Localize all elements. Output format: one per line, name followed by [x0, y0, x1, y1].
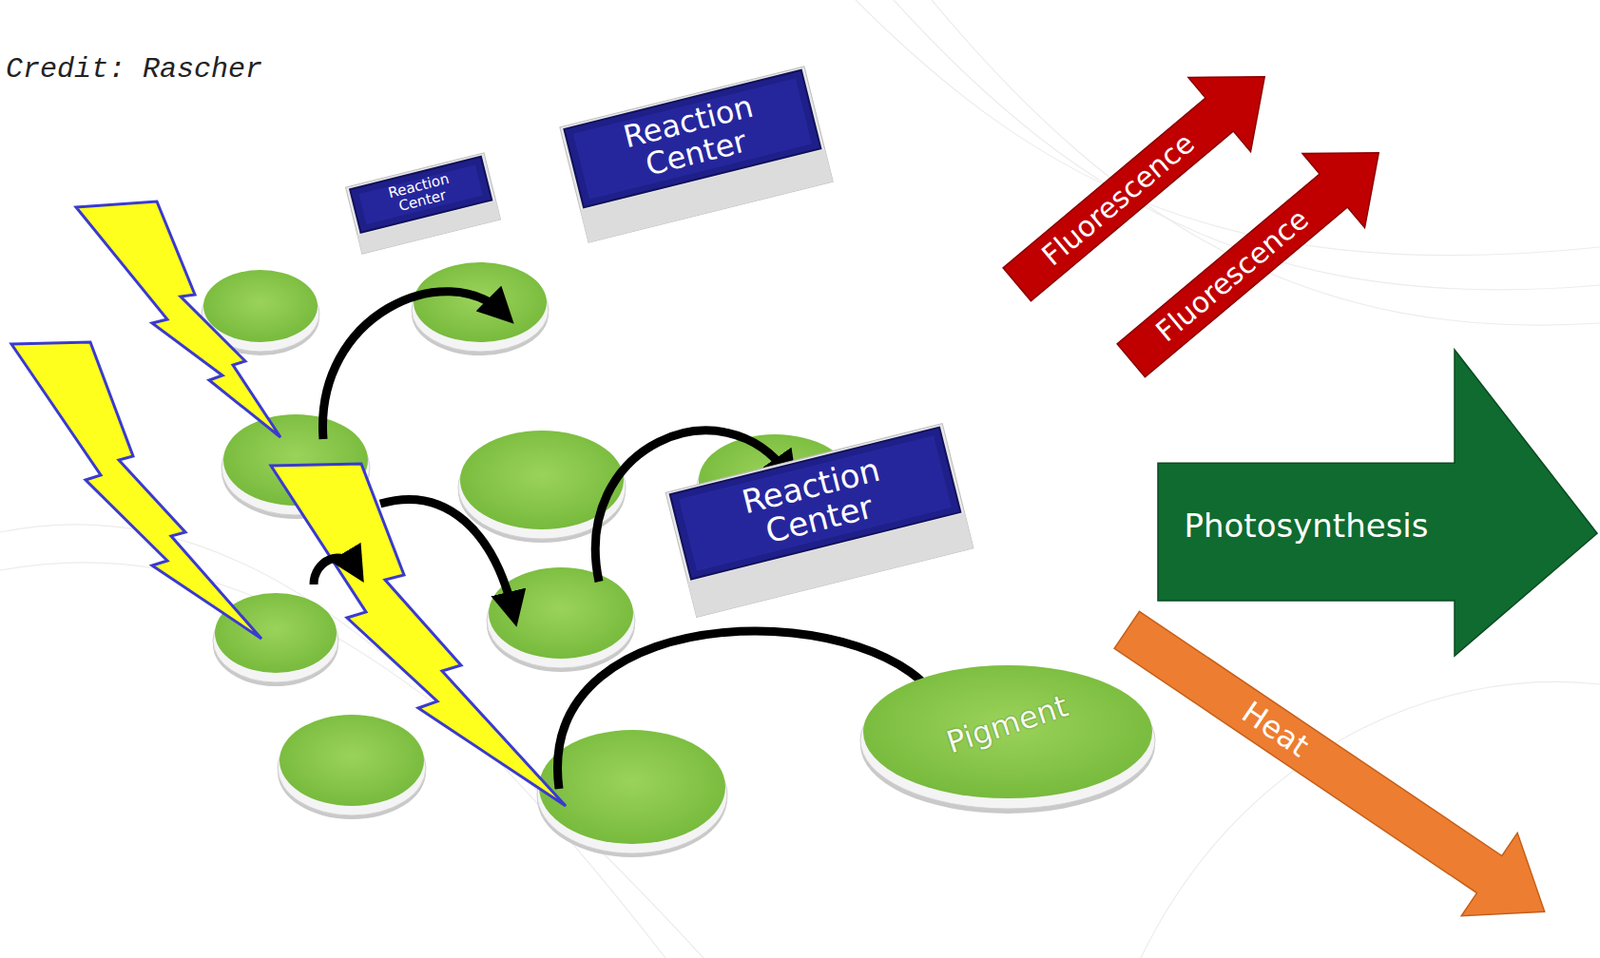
credit-note: Credit: Rascher	[5, 53, 263, 86]
fluorescence-arrow-label: Fluorescence	[1036, 127, 1200, 271]
heat-arrow-shape	[1110, 605, 1562, 937]
lightning-bolts	[11, 201, 566, 807]
fluorescence-arrow-label: Fluorescence	[1150, 203, 1314, 347]
photosynthesis-arrow-shape	[1157, 349, 1598, 656]
heat-arrow: Heat	[1110, 605, 1562, 937]
photosynthesis-arrow-label: Photosynthesis	[1183, 509, 1428, 544]
pigment-disc: Pigment	[860, 655, 1156, 809]
reaction-center-box: Reaction Center	[346, 153, 502, 254]
photosynthesis-arrow: Photosynthesis	[1157, 349, 1598, 656]
reaction-center-box: Reaction Center	[559, 66, 833, 243]
